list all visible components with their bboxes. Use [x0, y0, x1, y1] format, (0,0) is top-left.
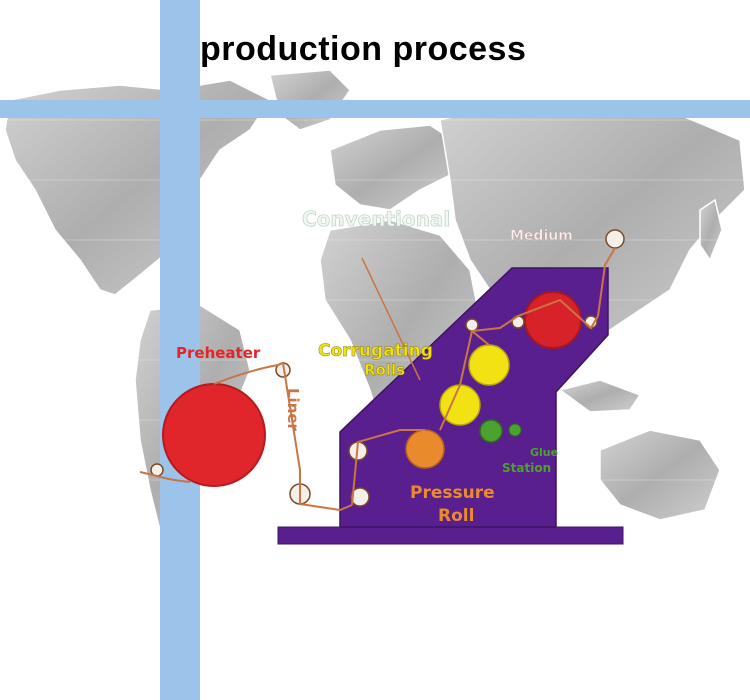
machine-base	[277, 526, 624, 545]
medium-path	[469, 247, 616, 346]
conventional-label: Conventional	[302, 207, 450, 231]
tension-idler	[465, 318, 479, 332]
conventional-pointer	[361, 257, 421, 381]
europe-shape	[329, 124, 461, 211]
corrugating-roll-upper	[468, 344, 510, 386]
australia-shape	[599, 429, 721, 521]
glue-roll	[479, 419, 503, 443]
pressure-roll	[405, 429, 445, 469]
glue-station-label-line1: Glue	[530, 446, 558, 459]
inner-idler-lower	[350, 487, 370, 507]
medium-supply-roll	[605, 229, 625, 249]
preheater-drum	[162, 383, 266, 487]
corrugating-label-line2: Rolls	[364, 361, 405, 379]
paper-path	[139, 247, 616, 512]
glue-doctor-roll	[508, 423, 522, 437]
corrugating-label-line1: Corrugating	[318, 341, 433, 361]
corrugating-roll-lower	[439, 384, 481, 426]
preheater-label: Preheater	[176, 344, 261, 362]
pressure-roll-label-line1: Pressure	[410, 483, 495, 503]
liner-path	[139, 361, 353, 512]
glue-station-label-line2: Station	[502, 461, 551, 475]
medium-down-path	[439, 330, 473, 431]
japan-shape	[699, 198, 723, 262]
horizontal-accent-bar	[0, 100, 750, 118]
medium-label: Medium	[510, 228, 573, 244]
pressure-roll-label-line2: Roll	[438, 506, 474, 526]
liner-label: Liner	[284, 388, 302, 432]
medium-preheat-roll	[524, 291, 582, 349]
indonesia-shape	[558, 379, 642, 413]
liner-path-inner	[351, 429, 425, 506]
page-title: production process	[200, 30, 527, 68]
